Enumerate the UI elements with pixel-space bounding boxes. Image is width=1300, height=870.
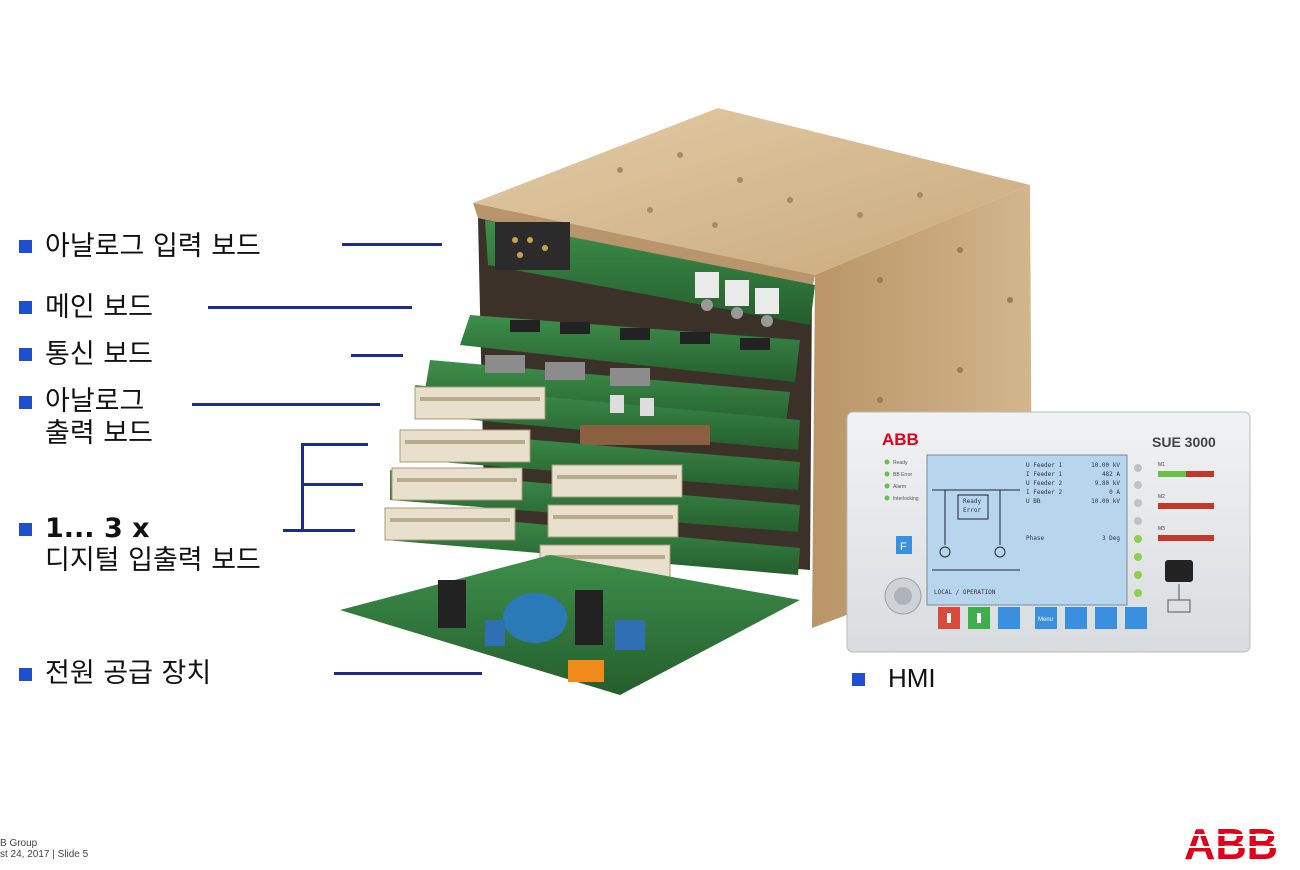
hmi-row-1-value: 10.00 kV bbox=[1091, 462, 1120, 469]
label-comm-board: 통신 보드 bbox=[45, 339, 153, 370]
hmi-model: SUE 3000 bbox=[1152, 434, 1216, 450]
label-digital-io-count: 1... 3 x bbox=[45, 512, 150, 545]
hmi-row-3-value: 9.80 kV bbox=[1095, 480, 1121, 487]
hmi-bar-label-m1: M1 bbox=[1158, 462, 1165, 468]
leader-digital-io-2 bbox=[301, 483, 363, 486]
leader-analog-input bbox=[342, 243, 442, 246]
hmi-led-interlocking: Interlocking bbox=[893, 496, 919, 502]
hmi-panel: ABB SUE 3000 Ready BB Error Alarm Interl… bbox=[846, 411, 1251, 653]
hmi-row-3-name: U Feeder 2 bbox=[1026, 480, 1063, 487]
hmi-bar-label-m3: M3 bbox=[1158, 526, 1165, 532]
chassis-top bbox=[473, 108, 1030, 275]
bullet-digital-io bbox=[19, 523, 32, 536]
footer-date-slide: st 24, 2017 | Slide 5 bbox=[0, 849, 89, 860]
digital-io-count-text: 1... 3 x bbox=[45, 513, 150, 544]
bullet-main-board bbox=[19, 301, 32, 314]
hmi-box-text-2: Error bbox=[963, 507, 981, 514]
leader-power-supply bbox=[334, 672, 482, 675]
hmi-row-2-name: I Feeder 1 bbox=[1026, 471, 1063, 478]
label-analog-output-line2: 출력 보드 bbox=[45, 418, 153, 449]
label-main-board: 메인 보드 bbox=[45, 292, 153, 323]
label-power-supply: 전원 공급 장치 bbox=[45, 658, 212, 689]
hmi-row-4-name: I Feeder 2 bbox=[1026, 489, 1063, 496]
abb-logo: ABB bbox=[1184, 822, 1280, 862]
hmi-row-2-value: 482 A bbox=[1102, 471, 1120, 478]
hmi-row-4-value: 0 A bbox=[1109, 489, 1120, 496]
leader-comm-board bbox=[351, 354, 403, 357]
hmi-phase-value: 3 Deg bbox=[1102, 535, 1120, 542]
leader-analog-output bbox=[192, 403, 380, 406]
hmi-box-text-1: Ready bbox=[963, 498, 981, 505]
hmi-row-5-value: 10.00 kV bbox=[1091, 498, 1120, 505]
leader-digital-io-1 bbox=[301, 443, 368, 446]
bullet-power-supply bbox=[19, 668, 32, 681]
label-analog-input-board: 아날로그 입력 보드 bbox=[45, 231, 261, 262]
bullet-comm-board bbox=[19, 348, 32, 361]
footer-company: B Group bbox=[0, 838, 38, 849]
hmi-display bbox=[926, 454, 1128, 606]
leader-main-board bbox=[208, 306, 412, 309]
hmi-brand: ABB bbox=[882, 430, 919, 449]
label-hmi: HMI bbox=[888, 663, 936, 693]
hmi-row-1-name: U Feeder 1 bbox=[1026, 462, 1063, 469]
main-board bbox=[460, 315, 800, 382]
bullet-hmi bbox=[852, 673, 865, 686]
hmi-phase-label: Phase bbox=[1026, 535, 1044, 542]
hmi-led-alarm: Alarm bbox=[893, 484, 906, 490]
footer: B Group st 24, 2017 | Slide 5 bbox=[0, 838, 88, 860]
hmi-f-key: F bbox=[900, 541, 907, 553]
bullet-analog-output bbox=[19, 396, 32, 409]
hmi-mode-text: LOCAL / OPERATION bbox=[934, 589, 996, 596]
label-digital-io-board: 디지털 입출력 보드 bbox=[45, 545, 261, 576]
leader-digital-io-bracket bbox=[301, 443, 304, 531]
abb-logo-text: ABB bbox=[1184, 822, 1278, 862]
hmi-bar-label-m2: M2 bbox=[1158, 494, 1165, 500]
label-analog-output-line1: 아날로그 bbox=[45, 386, 145, 417]
hmi-row-5-name: U BB bbox=[1026, 498, 1041, 505]
hmi-menu-key: Menu bbox=[1038, 617, 1053, 623]
device-photo: ABB SUE 3000 Ready BB Error Alarm Interl… bbox=[340, 108, 1251, 695]
leader-digital-io-3 bbox=[283, 529, 355, 532]
hmi-led-bb-error: BB Error bbox=[893, 472, 913, 478]
hmi-led-ready: Ready bbox=[893, 460, 908, 466]
bullet-analog-input bbox=[19, 240, 32, 253]
